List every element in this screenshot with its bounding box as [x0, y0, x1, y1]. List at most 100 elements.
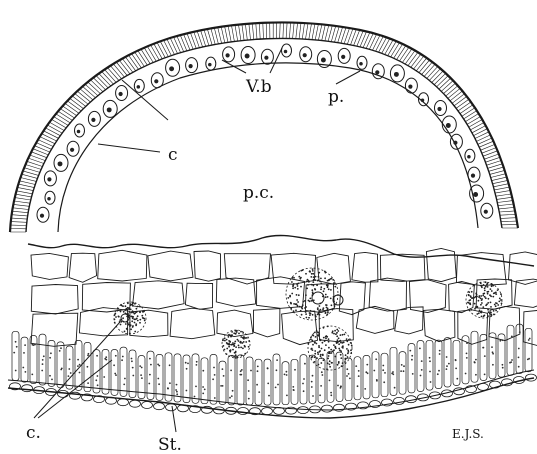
crystal-dot — [485, 281, 487, 283]
crystal-dot — [346, 348, 348, 350]
crystal-dot — [120, 324, 122, 326]
crystal-dot — [487, 286, 489, 288]
chloroplast-dot — [392, 371, 394, 373]
chloroplast-dot — [149, 358, 151, 360]
crystal-dot — [318, 345, 320, 347]
crystal-dot — [488, 298, 490, 300]
crystal-dot — [231, 331, 233, 333]
crystal-dot — [238, 340, 240, 342]
crystal-dot — [331, 304, 333, 306]
crystal-dot — [241, 355, 243, 357]
crystal-dot — [484, 287, 486, 289]
crystal-dot — [298, 276, 300, 278]
crystal-dot — [483, 293, 485, 295]
crystal-dot — [315, 316, 317, 318]
palisade-cell — [354, 357, 361, 400]
palisade-cell — [264, 359, 271, 405]
crystal-dot — [319, 281, 321, 283]
epidermis-cell — [202, 406, 213, 413]
crystal-dot — [228, 343, 230, 345]
chloroplast-dot — [23, 352, 25, 354]
crystal-dot — [124, 331, 126, 333]
palisade-cell — [21, 337, 28, 382]
crystal-dot — [327, 286, 329, 288]
chloroplast-dot — [248, 390, 250, 392]
chloroplast-dot — [475, 359, 477, 361]
crystal-dot — [327, 284, 329, 286]
crystal-dot — [320, 362, 322, 364]
palisade-cell — [444, 338, 451, 387]
crystal-dot — [325, 312, 327, 314]
crystal-dot — [231, 355, 233, 357]
chloroplast-dot — [409, 350, 411, 352]
crystal-dot — [312, 281, 314, 283]
bundle-xylem — [154, 79, 158, 83]
chloroplast-dot — [77, 365, 79, 367]
chloroplast-dot — [230, 370, 232, 372]
mesophyll-cell — [424, 309, 455, 341]
chloroplast-dot — [302, 383, 304, 385]
crystal-dot — [143, 311, 145, 313]
crystal-dot — [331, 352, 333, 354]
crystal-dot — [344, 358, 346, 360]
crystal-dot — [307, 279, 309, 281]
chloroplast-dot — [411, 355, 413, 357]
bundle-xylem — [70, 148, 74, 152]
crystal-dot — [134, 331, 136, 333]
chloroplast-dot — [150, 364, 152, 366]
bundle-xylem — [284, 50, 288, 54]
bundle-xylem — [421, 98, 425, 102]
palisade-cell — [120, 347, 127, 396]
mesophyll-cell — [133, 281, 185, 309]
chloroplast-dot — [411, 359, 413, 361]
crystal-dot — [130, 303, 132, 305]
bundle-xylem — [303, 53, 307, 57]
chloroplast-dot — [103, 376, 105, 378]
crystal-dot — [290, 308, 292, 310]
crystal-dot — [136, 311, 138, 313]
crystal-dot — [312, 270, 314, 272]
chloroplast-dot — [349, 378, 351, 380]
chloroplast-dot — [42, 363, 44, 365]
chloroplast-dot — [140, 374, 142, 376]
crystal-dot — [309, 300, 311, 302]
crystal-dot — [328, 338, 330, 340]
mesophyll-cell — [185, 283, 212, 309]
crystal-dot — [122, 305, 124, 307]
chloroplast-dot — [222, 368, 224, 370]
crystal-dot — [469, 299, 471, 301]
chloroplast-dot — [204, 389, 206, 391]
crystal-dot — [323, 327, 325, 329]
crystal-dot — [244, 345, 246, 347]
chloroplast-dot — [474, 361, 476, 363]
chloroplast-dot — [131, 358, 133, 360]
crystal-dot — [332, 279, 334, 281]
crystal-dot — [131, 312, 133, 314]
crystal-dot — [350, 349, 352, 351]
chloroplast-dot — [194, 396, 196, 398]
crystal-dot — [314, 361, 316, 363]
crystal-dot — [308, 317, 310, 319]
chloroplast-dot — [375, 358, 377, 360]
crystal-dot — [488, 311, 490, 313]
crystal-dot — [347, 350, 349, 352]
crystal-dot — [348, 339, 350, 341]
chloroplast-dot — [202, 393, 204, 395]
crystal-dot — [338, 337, 340, 339]
chloroplast-dot — [115, 374, 117, 376]
crystal-dot — [330, 298, 332, 300]
chloroplast-dot — [169, 364, 171, 366]
crystal-dot — [118, 316, 120, 318]
crystal-dot — [471, 291, 473, 293]
crystal-dot — [291, 281, 293, 283]
chloroplast-dot — [16, 346, 18, 348]
cluster-nucleus — [333, 295, 343, 305]
chloroplast-dot — [329, 380, 331, 382]
crystal-dot — [127, 302, 129, 304]
crystal-dot — [316, 343, 318, 345]
crystal-dot — [234, 341, 236, 343]
chloroplast-dot — [248, 398, 250, 400]
crystal-dot — [311, 284, 313, 286]
crystal-dot — [132, 325, 134, 327]
crystal-dot — [495, 302, 497, 304]
